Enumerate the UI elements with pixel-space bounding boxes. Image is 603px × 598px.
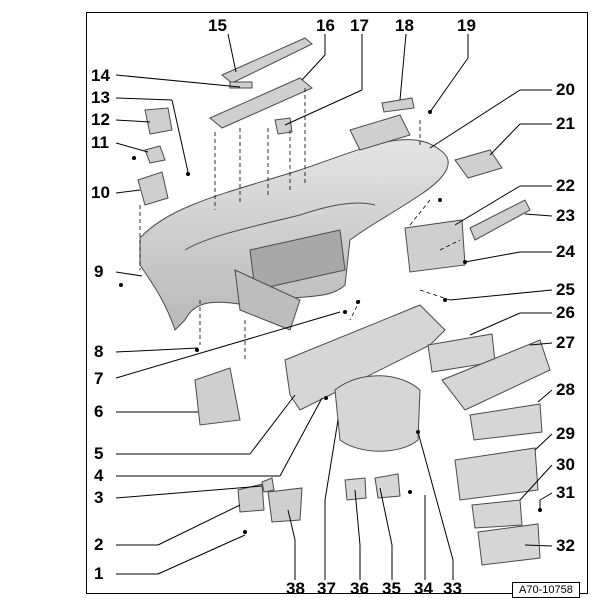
callout-6: 6: [94, 402, 104, 421]
callout-1: 1: [94, 564, 104, 583]
callout-15: 15: [208, 16, 227, 35]
callout-33: 33: [443, 579, 462, 598]
callout-10: 10: [91, 183, 110, 202]
callout-5: 5: [94, 444, 104, 463]
callout-12: 12: [91, 110, 110, 129]
callout-30: 30: [556, 455, 575, 474]
reference-code: A70-10758: [512, 582, 580, 598]
cluster-parts: [284, 304, 446, 501]
callout-8: 8: [94, 342, 104, 361]
right-stack-parts: [427, 333, 551, 566]
callout-17: 17: [350, 16, 369, 35]
callout-34: 34: [414, 579, 433, 598]
callout-19: 19: [457, 16, 476, 35]
callout-25: 25: [556, 280, 575, 299]
callout-21: 21: [556, 114, 575, 133]
callout-20: 20: [556, 80, 575, 99]
callout-37: 37: [317, 579, 336, 598]
callout-14: 14: [91, 66, 110, 85]
fastener-markers: [119, 110, 542, 534]
callout-26: 26: [556, 303, 575, 322]
left-small-parts: [137, 107, 303, 523]
upper-trim-parts: [209, 37, 531, 273]
callout-38: 38: [286, 579, 305, 598]
callout-16: 16: [316, 16, 335, 35]
callout-13: 13: [91, 88, 110, 107]
callout-leader-lines: [115, 33, 553, 580]
callout-35: 35: [382, 579, 401, 598]
callout-11: 11: [91, 133, 109, 152]
callout-23: 23: [556, 206, 575, 225]
callout-36: 36: [350, 579, 369, 598]
callout-24: 24: [556, 242, 575, 261]
callout-28: 28: [556, 380, 575, 399]
callout-18: 18: [395, 16, 414, 35]
dashboard-panel: [139, 114, 449, 331]
callout-31: 31: [556, 483, 575, 502]
callout-29: 29: [556, 424, 575, 443]
callout-3: 3: [94, 488, 104, 507]
callout-32: 32: [556, 536, 575, 555]
callout-4: 4: [94, 466, 104, 485]
callout-7: 7: [94, 369, 104, 388]
callout-9: 9: [94, 262, 104, 281]
callout-2: 2: [94, 535, 104, 554]
callout-27: 27: [556, 333, 575, 352]
callout-22: 22: [556, 176, 575, 195]
